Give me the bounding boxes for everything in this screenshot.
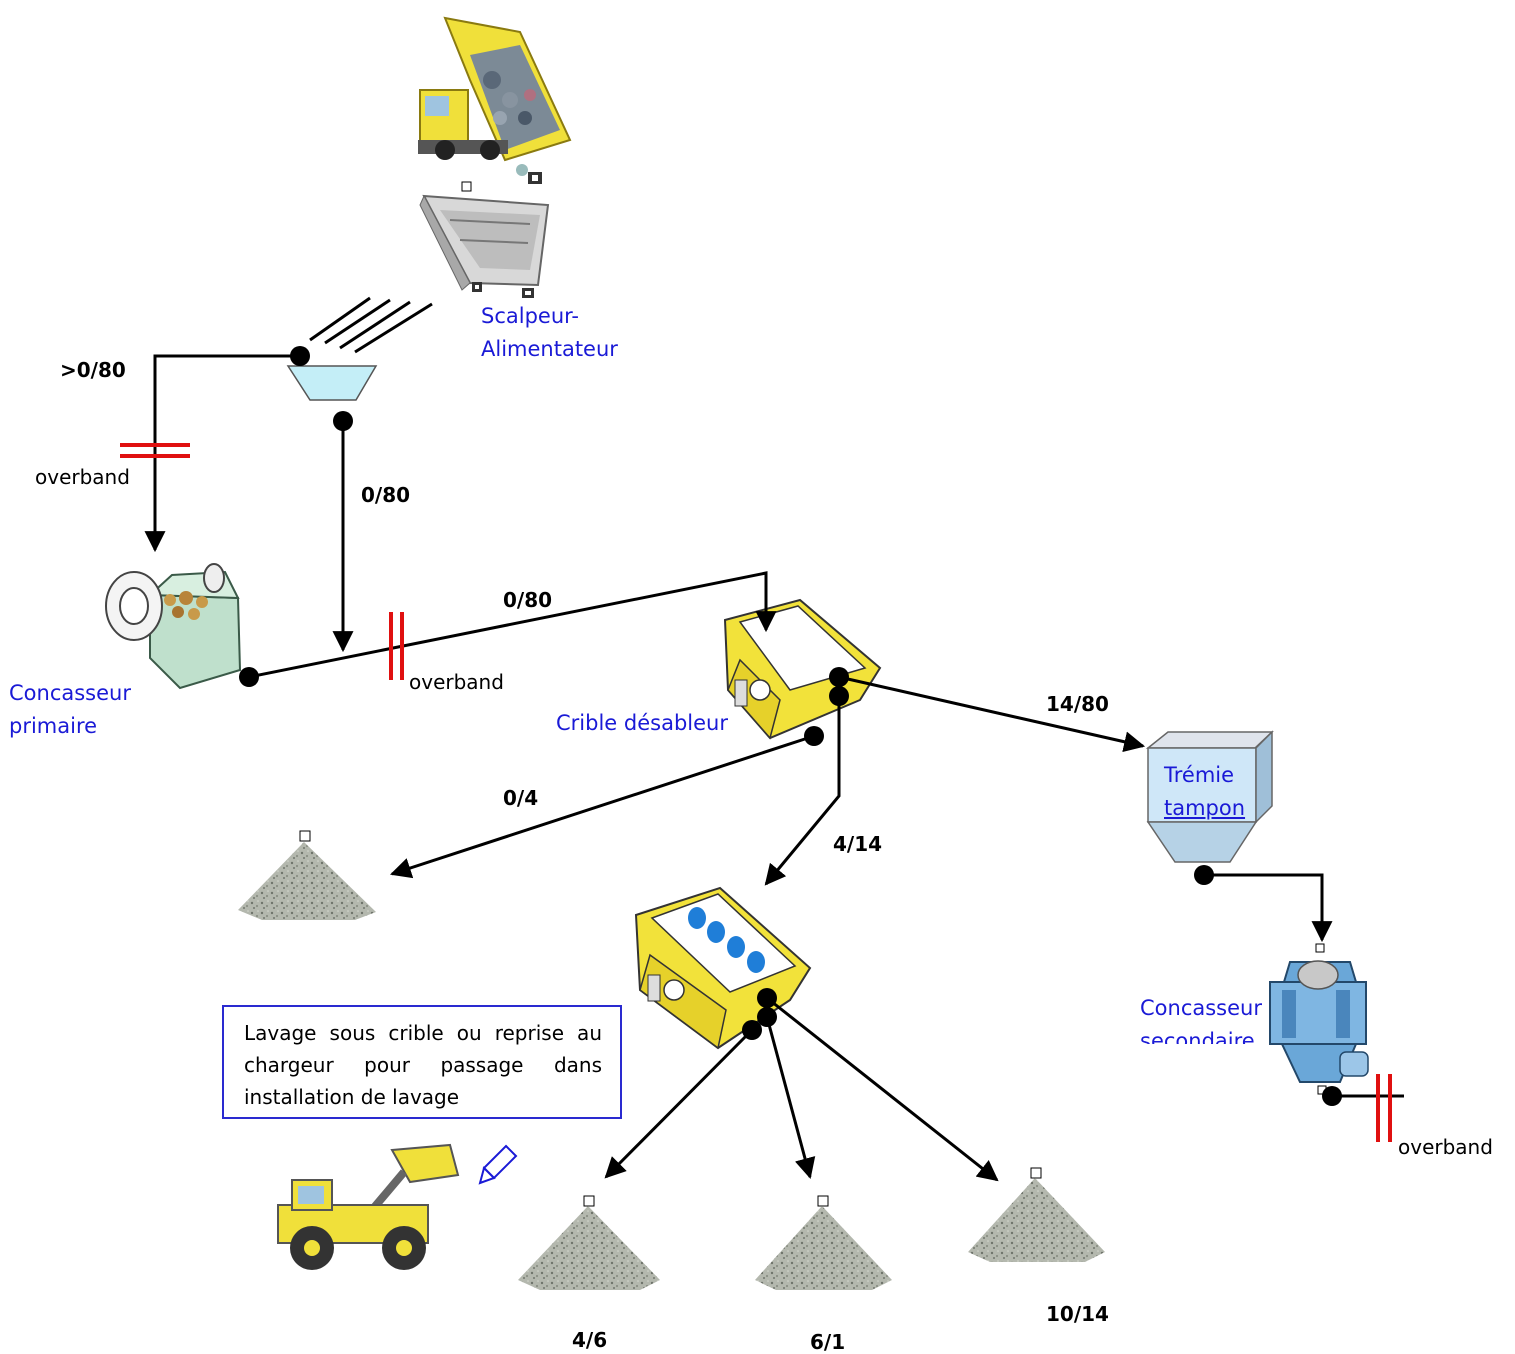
connection-dots [239,346,1342,1106]
screen-desander-icon [723,598,882,740]
overband-label-3: overband [1398,1135,1493,1159]
scalper-feeder-icon [419,181,550,298]
dot-scalper-bottom [333,411,353,431]
dump-truck-icon [418,16,572,184]
flow-oversize-line [144,354,300,553]
flow-lines [144,354,1404,1182]
flow-label-scalper-out: 0/80 [361,483,411,507]
secondary-crusher-icon [1269,943,1369,1095]
dot-scalper-top [290,346,310,366]
overband-symbols [120,443,1392,1142]
screen-desander-label: Crible désableur [556,711,728,735]
flow-label-14-80: 14/80 [1046,692,1109,716]
flow-label-4-14: 4/14 [833,832,883,856]
washing-note-text: Lavage sous crible ou reprise au chargeu… [244,1021,602,1109]
secondary-crusher-label-line1: Concasseur [1140,996,1262,1020]
stockpile-6-1-icon [755,1195,892,1290]
dot-screen-2 [829,686,849,706]
scalper-label-line1: Scalpeur- [481,304,580,328]
overband-label-2: overband [409,670,504,694]
dot-screen-3 [804,726,824,746]
flow-6-1-line [765,1016,816,1180]
stockpile-4-6-icon [518,1195,660,1290]
flow-label-6-1: 6/1 [810,1330,846,1354]
stockpile-10-14-icon [968,1167,1105,1262]
pencil-pointer-icon [478,1144,518,1185]
buffer-hopper-icon [1145,730,1274,863]
dot-hopper-out [1194,865,1214,885]
primary-crusher-label-line1: Concasseur [9,681,131,705]
dot-secondary-out [1322,1086,1342,1106]
flow-0-4-line [390,734,815,879]
wheel-loader-icon [277,1143,460,1270]
flow-to-screen-line [248,571,777,679]
dot-primary-out [239,667,259,687]
dot-screen2-2 [757,1007,777,1027]
flow-label-0-4: 0/4 [503,786,539,810]
washing-note-box: Lavage sous crible ou reprise au chargeu… [222,1005,622,1119]
overband-label-1: overband [35,465,130,489]
scalper-label-line2: Alimentateur [481,337,618,361]
secondary-crusher-label-line2: secondaire [1140,1029,1255,1044]
flow-label-to-screen: 0/80 [503,588,553,612]
primary-crusher-icon [105,563,242,690]
primary-crusher-label-line2: primaire [9,714,98,738]
buffer-hopper-label-line2: tampon [1164,796,1246,820]
flow-label-4-6: 4/6 [572,1328,608,1352]
secondary-screen-icon [634,886,812,1050]
flow-label-oversize: >0/80 [60,358,126,382]
stockpile-sand-icon [238,830,376,920]
dot-screen2-3 [742,1020,762,1040]
flow-4-14-line [764,696,841,886]
flow-hopper-out-line [1204,873,1333,943]
flow-14-80-line [838,675,1146,753]
buffer-hopper-label-line1: Trémie [1164,763,1235,787]
flow-10-14-line [766,996,999,1182]
dot-screen-1 [829,667,849,687]
flow-4-6-line [604,1028,754,1179]
scalper-screen-symbol [286,296,433,401]
flow-label-10-14: 10/14 [1046,1302,1109,1326]
dot-screen2-1 [757,988,777,1008]
